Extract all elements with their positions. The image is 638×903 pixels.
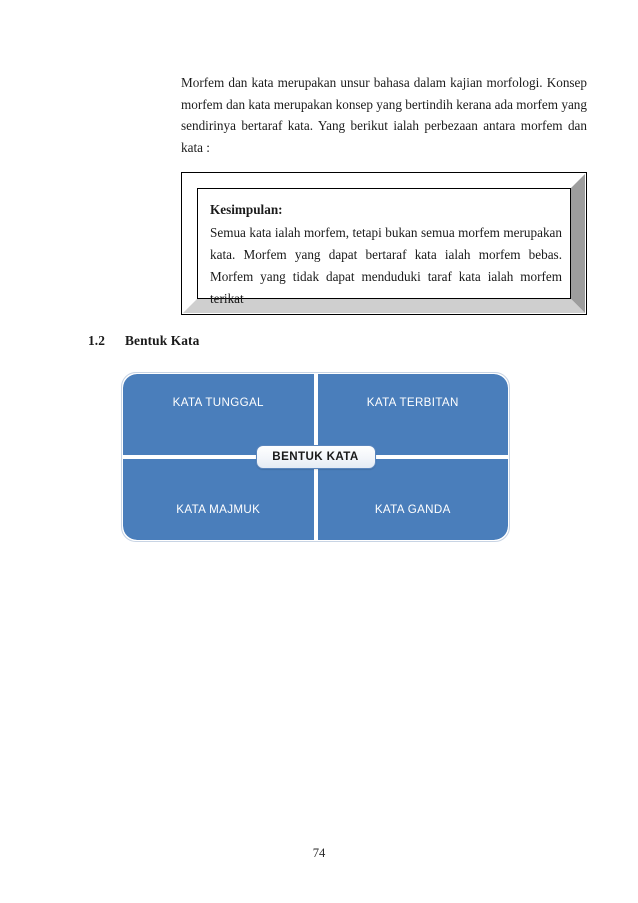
bevel-right-face [571,174,585,313]
quadrant-kata-terbitan[interactable]: KATA TERBITAN [317,374,508,455]
bevel-bottom-face [183,299,585,313]
frame-bevel-group [183,174,585,313]
quadrant-kata-majmuk[interactable]: KATA MAJMUK [123,459,314,540]
quadrant-label: KATA MAJMUK [176,503,261,516]
intro-paragraph: Morfem dan kata merupakan unsur bahasa d… [181,75,587,155]
frame-outer-border: Kesimpulan: Semua kata ialah morfem, tet… [181,172,587,315]
section-title: Bentuk Kata [125,333,200,348]
conclusion-body: Semua kata ialah morfem, tetapi bukan se… [210,225,562,306]
quadrant-kata-tunggal[interactable]: KATA TUNGGAL [123,374,314,455]
quadrant-label: KATA GANDA [374,503,451,516]
frame-inner-panel [197,188,571,299]
conclusion-heading: Kesimpulan: [210,202,283,217]
diagram-center-label[interactable]: BENTUK KATA [255,445,376,469]
section-heading: 1.2 Bentuk Kata [88,333,199,349]
section-number: 1.2 [88,333,106,348]
conclusion-content: Kesimpulan: Semua kata ialah morfem, tet… [210,199,562,310]
conclusion-frame: Kesimpulan: Semua kata ialah morfem, tet… [181,172,587,315]
bentuk-kata-diagram: KATA TUNGGAL KATA TERBITAN KATA MAJMUK K… [121,372,510,542]
bevel-left-face [183,174,197,313]
page-number: 74 [312,846,326,860]
quadrant-label: KATA TUNGGAL [172,396,264,409]
quadrant-kata-ganda[interactable]: KATA GANDA [317,459,508,540]
bevel-top-face [183,174,585,188]
quadrant-label: KATA TERBITAN [366,396,459,409]
